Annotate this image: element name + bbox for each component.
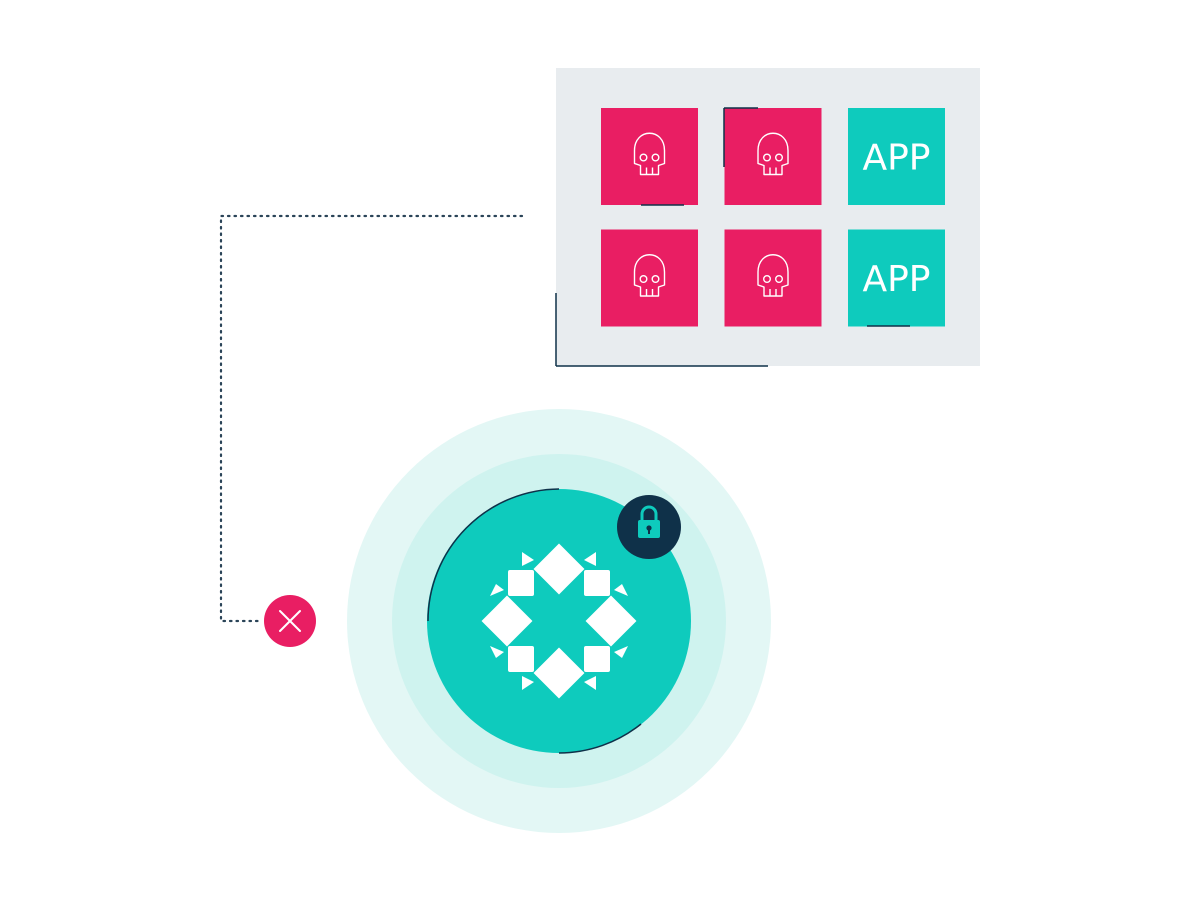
dotted-connector (219, 214, 524, 623)
threat-tile (601, 229, 698, 327)
skull-icon (633, 254, 666, 297)
app-label: APP (862, 138, 930, 179)
tile-accents (641, 107, 910, 327)
skull-icon (757, 132, 789, 176)
lock-badge (617, 495, 681, 559)
lock-icon (638, 505, 660, 538)
skull-icon (757, 254, 789, 297)
app-tile: APP (848, 108, 945, 205)
close-icon (279, 610, 301, 632)
app-label: APP (862, 259, 930, 300)
threat-tile (724, 108, 822, 205)
app-tile: APP (848, 229, 945, 327)
flower-logo-icon (481, 543, 637, 699)
skull-icon (633, 132, 666, 176)
protection-rings (347, 409, 771, 833)
tile-grid: APP APP (601, 108, 945, 327)
core-arc-bottom (558, 723, 642, 754)
core-arc-left (427, 488, 560, 622)
threat-tile (601, 108, 698, 205)
block-marker (264, 595, 316, 647)
threat-tile (724, 229, 822, 327)
core-circle (427, 489, 691, 753)
